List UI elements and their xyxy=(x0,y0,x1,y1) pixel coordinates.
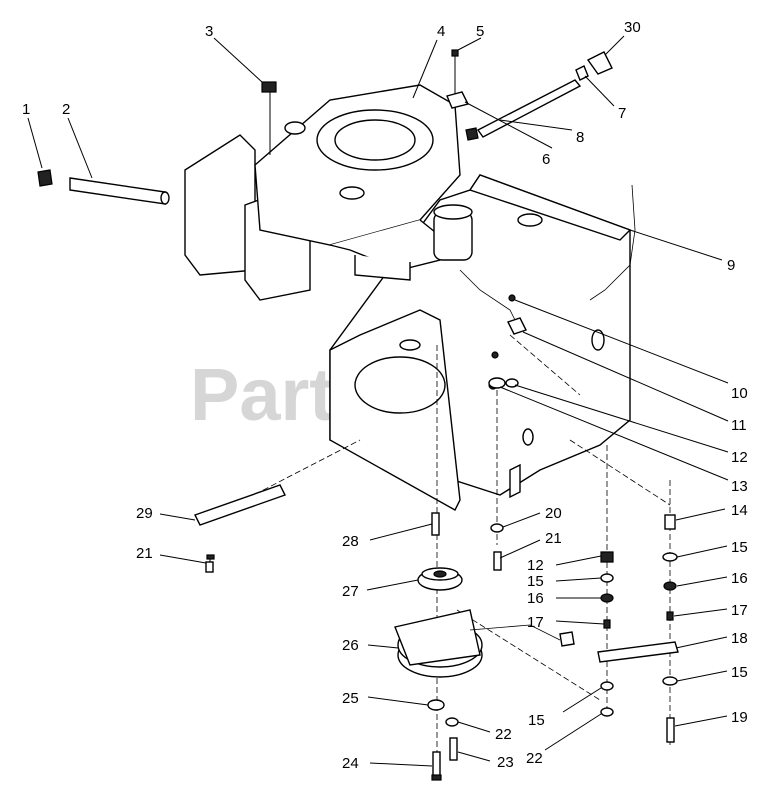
engine xyxy=(184,84,473,301)
part-16-washer-b xyxy=(663,581,677,591)
part-18-link xyxy=(597,641,679,663)
part-22-washer-b xyxy=(600,707,614,717)
part-8-tube xyxy=(476,79,582,138)
callout-15-c: 15 xyxy=(527,573,544,590)
callout-16-b: 16 xyxy=(527,590,544,607)
part-30-cap xyxy=(586,51,613,75)
callout-25: 25 xyxy=(342,690,359,707)
callout-8: 8 xyxy=(576,129,584,146)
part-11-switch xyxy=(507,317,527,335)
part-29-bracket xyxy=(194,484,286,526)
callout-21-left: 21 xyxy=(136,545,153,562)
callout-10: 10 xyxy=(731,385,748,402)
part-20-washer xyxy=(490,523,504,533)
part-15-washer-c xyxy=(662,552,678,562)
part-14-spacer xyxy=(664,514,676,530)
callout-1: 1 xyxy=(22,101,30,118)
part-21-bolt xyxy=(206,554,215,560)
callout-15-d: 15 xyxy=(528,712,545,729)
callout-21-center: 21 xyxy=(545,530,562,547)
part-21-bolt-center xyxy=(493,551,502,571)
callout-19: 19 xyxy=(731,709,748,726)
callout-4: 4 xyxy=(437,23,445,40)
callout-14: 14 xyxy=(731,502,748,519)
leader-lines xyxy=(27,35,729,767)
callout-11: 11 xyxy=(731,417,747,434)
part-12-nut-b xyxy=(600,551,614,563)
part-15-washer-b xyxy=(600,681,614,691)
callout-18: 18 xyxy=(731,630,748,647)
callout-7: 7 xyxy=(618,105,626,122)
part-15-washer-a xyxy=(600,573,614,583)
callout-16-a: 16 xyxy=(731,570,748,587)
callout-23: 23 xyxy=(497,754,514,771)
callout-17-a: 17 xyxy=(731,602,748,619)
part-25-washer xyxy=(427,699,445,711)
callout-28: 28 xyxy=(342,533,359,550)
part-23-bolt xyxy=(449,737,458,761)
callout-15-a: 15 xyxy=(731,539,748,556)
part-2-tube xyxy=(69,177,166,205)
part-13-spacer xyxy=(488,377,506,389)
callout-15-b: 15 xyxy=(731,664,748,681)
callout-5: 5 xyxy=(476,23,484,40)
part-19-bolt xyxy=(666,717,675,743)
callout-13: 13 xyxy=(731,478,748,495)
callout-2: 2 xyxy=(62,101,70,118)
part-5-bolt xyxy=(451,49,459,57)
callout-24: 24 xyxy=(342,755,359,772)
callout-26: 26 xyxy=(342,637,359,654)
part-1-cap xyxy=(37,169,53,187)
part-22-washer xyxy=(445,717,459,727)
callout-3: 3 xyxy=(205,23,213,40)
part-26-clutch xyxy=(394,609,575,678)
part-3-bracket xyxy=(261,81,277,93)
part-17-spacer-b xyxy=(666,611,674,621)
callout-22-b: 22 xyxy=(526,750,543,767)
callout-12: 12 xyxy=(731,449,748,466)
callout-9: 9 xyxy=(727,257,735,274)
part-28-key xyxy=(431,512,440,536)
callout-30: 30 xyxy=(624,19,641,36)
part-17-spacer-a xyxy=(603,619,611,629)
part-9-cable xyxy=(589,184,636,301)
callout-22-a: 22 xyxy=(495,726,512,743)
callout-20: 20 xyxy=(545,505,562,522)
callout-17-b: 17 xyxy=(527,614,544,631)
callout-labels: 1 2 3 4 5 30 6 7 8 9 10 11 12 13 14 15 1… xyxy=(22,19,748,772)
part-24-bolt xyxy=(432,751,441,777)
part-15-washer-d xyxy=(662,676,678,686)
callout-29: 29 xyxy=(136,505,153,522)
part-10-nut xyxy=(508,294,516,302)
part-16-washer-a xyxy=(600,593,614,603)
callout-6: 6 xyxy=(542,151,550,168)
callout-27: 27 xyxy=(342,583,359,600)
callout-12-b: 12 xyxy=(527,557,544,574)
